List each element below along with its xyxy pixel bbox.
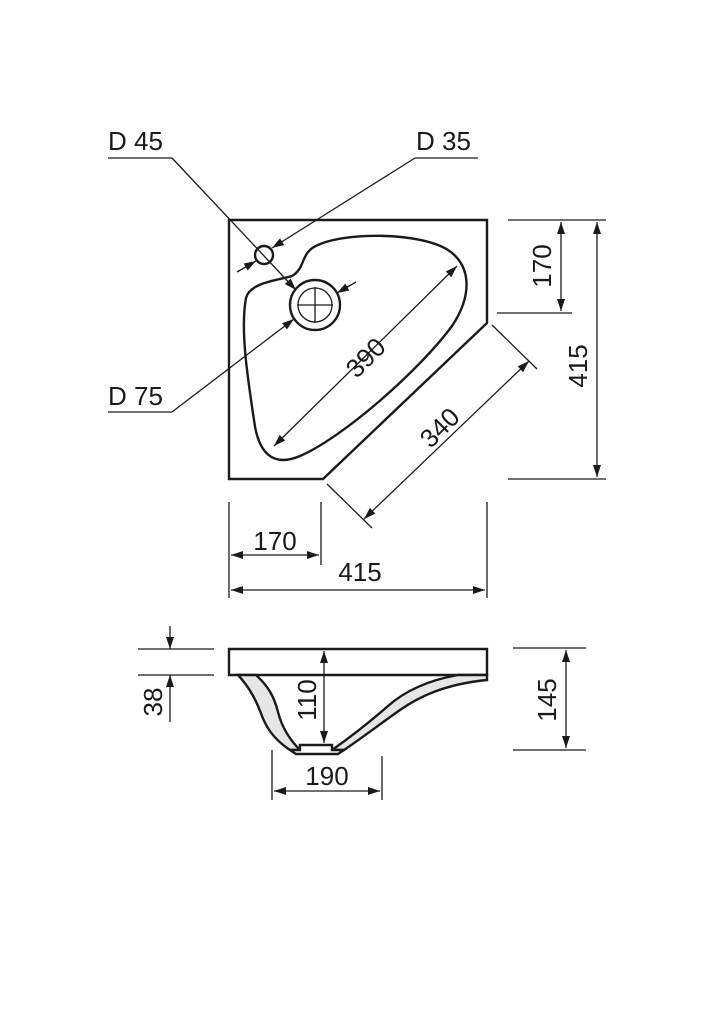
- front-edge-dimension: [363, 360, 530, 520]
- front-edge-extension: [326, 483, 373, 529]
- side-view: 38 110 145 190: [138, 626, 586, 800]
- rim-thickness-label: 38: [138, 688, 168, 717]
- total-width-label: 415: [338, 557, 381, 587]
- d45-label: D 45: [108, 126, 163, 156]
- overall-depth-label: 145: [532, 678, 562, 721]
- front-edge-extension: [491, 324, 538, 370]
- bowl-depth-label: 110: [292, 679, 322, 720]
- base-width-label: 190: [305, 761, 348, 791]
- bowl-length-label: 390: [340, 332, 392, 384]
- bowl-section-right: [328, 673, 489, 752]
- d35-leader: [271, 157, 416, 249]
- d35-leader: [236, 260, 257, 273]
- d45-leader: [171, 157, 297, 291]
- top-view: D 45 D 35 D 75 390 340 170 415 170 41: [108, 126, 606, 598]
- front-edge-label: 340: [414, 402, 466, 454]
- bowl-length-dimension: [273, 265, 458, 447]
- bowl-section-left: [235, 673, 303, 752]
- rim-outline: [227, 647, 489, 677]
- drain-outlet: [286, 743, 348, 756]
- total-height-label: 415: [563, 344, 593, 387]
- d75-leader: [171, 318, 295, 413]
- tap-hole: [253, 244, 275, 266]
- side-width-label: 170: [253, 526, 296, 556]
- d35-label: D 35: [416, 126, 471, 156]
- bowl-outline: [242, 234, 468, 462]
- d75-label: D 75: [108, 381, 163, 411]
- side-height-label: 170: [527, 244, 557, 287]
- d45-leader: [336, 281, 357, 294]
